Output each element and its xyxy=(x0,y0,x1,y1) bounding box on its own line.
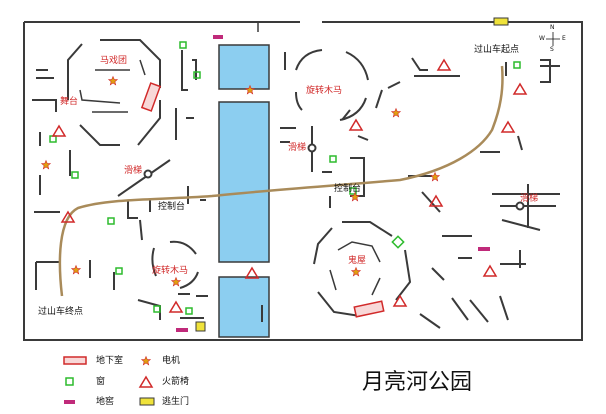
legend-cellar-label: 地窖 xyxy=(96,397,115,407)
label-slide-left: 滑梯 xyxy=(124,166,143,176)
water-block-middle xyxy=(218,101,270,263)
legend-exit-label: 逃生门 xyxy=(162,397,190,407)
window xyxy=(179,41,187,49)
window xyxy=(193,71,201,79)
label-control-left: 控制台 xyxy=(158,202,186,212)
rocket-chair xyxy=(168,300,184,313)
rocket-chair xyxy=(482,264,498,277)
label-slide-right: 滑梯 xyxy=(520,194,539,204)
rocket-chair xyxy=(51,124,67,137)
legend-rocket-label: 火箭椅 xyxy=(162,377,190,387)
motor xyxy=(70,264,82,275)
window xyxy=(391,235,405,249)
basement-circus xyxy=(140,82,162,112)
basement-haunted xyxy=(353,300,385,318)
rocket-chair xyxy=(512,82,528,95)
label-carousel-bottom: 旋转木马 xyxy=(152,266,189,276)
carousel-top-walls xyxy=(284,49,369,121)
rocket-chair xyxy=(244,266,260,279)
slide-middle-structure xyxy=(307,126,317,172)
motors xyxy=(40,75,441,287)
window xyxy=(107,217,115,225)
compass-n: N xyxy=(550,24,555,31)
window xyxy=(329,155,337,163)
window xyxy=(153,305,161,313)
cellar-bottom xyxy=(176,328,188,332)
legend-window-swatch xyxy=(65,377,74,386)
cellar-right xyxy=(478,247,490,251)
exit-gate-top xyxy=(493,17,509,26)
slide-left-structure xyxy=(117,159,171,197)
label-carousel-top: 旋转木马 xyxy=(306,86,343,96)
rocket-chair xyxy=(348,118,364,131)
legend-basement-label: 地下室 xyxy=(96,356,124,366)
legend-motor-label: 电机 xyxy=(162,356,181,366)
water-block-top xyxy=(218,44,270,90)
motor xyxy=(349,191,361,202)
label-control-right: 控制台 xyxy=(334,184,362,194)
window xyxy=(185,307,193,315)
rocket-chairs xyxy=(51,58,528,313)
windows xyxy=(49,41,521,315)
legend-rocket-swatch xyxy=(138,375,154,388)
cellar-top xyxy=(213,35,223,39)
label-haunted-house: 鬼屋 xyxy=(348,256,367,266)
window xyxy=(513,61,521,69)
label-slide-middle: 滑梯 xyxy=(288,143,307,153)
legend-basement-swatch xyxy=(63,356,87,365)
compass-s: S xyxy=(550,46,554,53)
rocket-chair xyxy=(500,120,516,133)
haunted-house-walls xyxy=(313,221,412,317)
water-block-bottom xyxy=(218,276,270,338)
legend-motor-swatch xyxy=(140,355,152,366)
motor xyxy=(40,159,52,170)
motor xyxy=(107,75,119,86)
compass-icon xyxy=(546,32,560,46)
window xyxy=(349,187,357,195)
rocket-chair xyxy=(392,294,408,307)
label-coaster-start: 过山车起点 xyxy=(474,45,520,55)
rocket-chair xyxy=(428,194,444,207)
slide-right-structure xyxy=(500,201,556,211)
legend-cellar-swatch xyxy=(64,400,75,404)
rocket-chair xyxy=(436,58,452,71)
rocket-chair xyxy=(60,210,76,223)
window xyxy=(71,171,79,179)
window xyxy=(49,135,57,143)
motor xyxy=(429,171,441,182)
circus-building xyxy=(67,39,161,146)
interior-walls xyxy=(32,50,560,329)
map-title: 月亮河公园 xyxy=(362,370,473,395)
motor xyxy=(170,276,182,287)
compass-e: E xyxy=(562,35,566,42)
label-clown: 舞台 xyxy=(60,97,79,107)
motor xyxy=(390,107,402,118)
roller-coaster-track xyxy=(58,65,504,297)
window xyxy=(115,267,123,275)
label-circus: 马戏团 xyxy=(100,56,128,66)
label-coaster-end: 过山车终点 xyxy=(38,307,84,317)
motor xyxy=(350,266,362,277)
legend-window-label: 窗 xyxy=(96,377,106,387)
exit-gate-bottom xyxy=(195,321,206,332)
motor xyxy=(244,84,256,95)
legend-exit-swatch xyxy=(139,397,155,406)
compass-w: W xyxy=(539,35,545,42)
